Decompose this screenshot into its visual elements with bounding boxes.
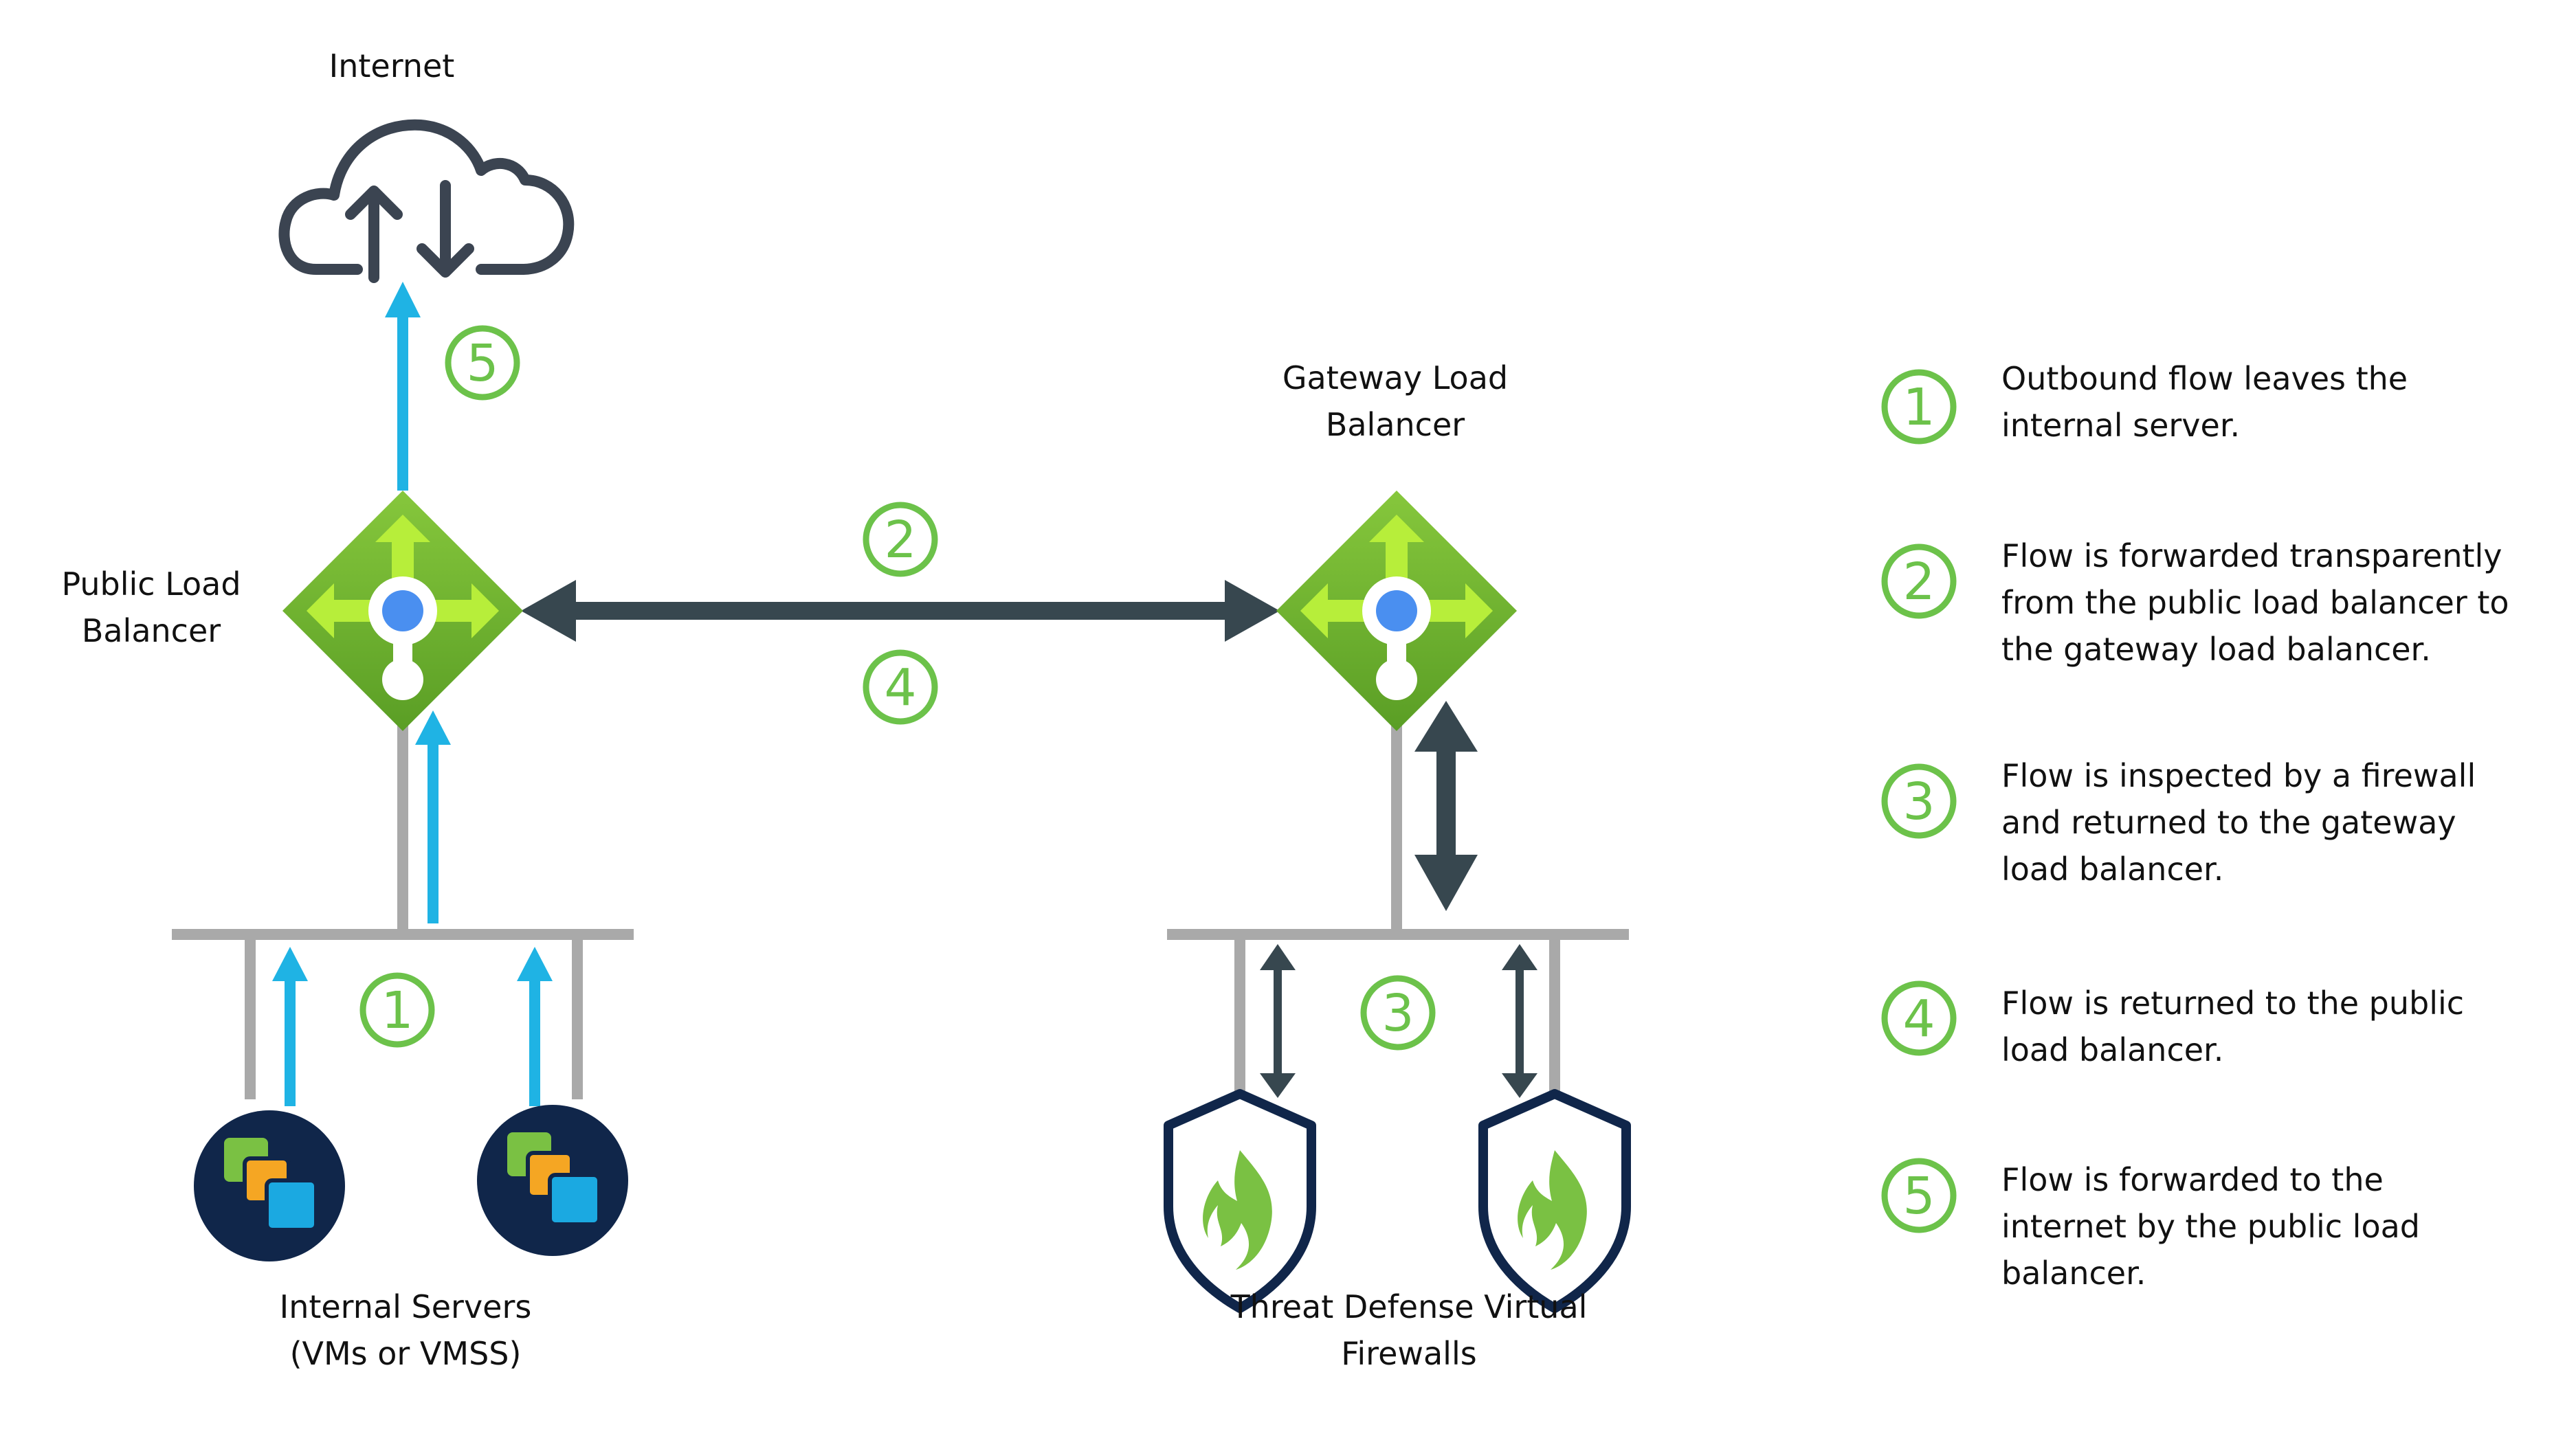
flow-arrows (272, 282, 553, 1106)
legend-marker-2: 2 (1881, 543, 1957, 619)
gateway-load-balancer-label: Gateway Load Balancer (1223, 355, 1567, 448)
legend-item-4-text: Flow is returned to the public load bala… (2001, 980, 2551, 1073)
step-marker-2: 2 (863, 502, 938, 577)
legend-item-1-line-1: Outbound flow leaves the (2001, 360, 2408, 397)
firewall-shield-icon (1168, 1094, 1311, 1308)
legend-item-3-line-1: Flow is inspected by a firewall (2001, 757, 2476, 794)
internal-servers-label-line-1: Internal Servers (279, 1288, 532, 1325)
svg-text:4: 4 (884, 658, 916, 717)
svg-text:5: 5 (466, 334, 498, 393)
legend-item-1-line-2: internal server. (2001, 407, 2241, 444)
legend-item-2-line-1: Flow is forwarded transparently (2001, 537, 2502, 574)
legend-item-2-text: Flow is forwarded transparently from the… (2001, 532, 2551, 673)
firewalls-label-line-1: Threat Defense Virtual (1230, 1288, 1588, 1325)
virtual-machine-icon (477, 1105, 628, 1256)
public-lb-label-line-2: Balancer (81, 612, 221, 649)
legend-marker-1: 1 (1881, 369, 1957, 445)
cloud-upload-download-icon (278, 119, 575, 283)
firewall-shield-icon (1483, 1094, 1626, 1308)
svg-text:3: 3 (1902, 772, 1935, 831)
public-load-balancer-icon (282, 491, 523, 731)
legend-item-1-text: Outbound flow leaves the internal server… (2001, 355, 2551, 449)
svg-text:1: 1 (1902, 378, 1935, 437)
svg-text:3: 3 (1381, 984, 1414, 1043)
internal-servers-label: Internal Servers (VMs or VMSS) (206, 1283, 605, 1377)
legend-marker-5: 5 (1881, 1158, 1957, 1233)
firewalls-label: Threat Defense Virtual Firewalls (1182, 1283, 1636, 1377)
legend-item-3-text: Flow is inspected by a firewall and retu… (2001, 752, 2551, 893)
connector-lines (172, 711, 1629, 1099)
arrow-firewall-1 (1260, 944, 1296, 1098)
legend-markers: 1 2 3 4 5 (1881, 369, 1957, 1233)
legend-item-2-line-3: the gateway load balancer. (2001, 631, 2431, 668)
gateway-lb-label-line-2: Balancer (1325, 406, 1465, 443)
svg-text:4: 4 (1902, 989, 1935, 1048)
step-marker-3: 3 (1360, 975, 1436, 1051)
legend-item-4-line-1: Flow is returned to the public (2001, 985, 2465, 1022)
legend-item-3-line-3: load balancer. (2001, 851, 2224, 888)
internet-label-text: Internet (329, 47, 455, 85)
bidirectional-arrows (521, 580, 1537, 1098)
legend-item-5-line-3: balancer. (2001, 1255, 2146, 1292)
public-lb-label-line-1: Public Load (61, 565, 241, 603)
legend-item-5-line-2: internet by the public load (2001, 1208, 2420, 1245)
flow-arrow-to-public-lb (415, 710, 451, 923)
legend-marker-4: 4 (1881, 980, 1957, 1056)
firewalls-label-line-2: Firewalls (1341, 1335, 1477, 1372)
step-markers: 1 2 3 4 5 (359, 325, 1436, 1051)
public-load-balancer-label: Public Load Balancer (21, 561, 282, 654)
internet-label: Internet (254, 43, 529, 89)
step-marker-1: 1 (359, 972, 435, 1048)
legend-item-2-line-2: from the public load balancer to (2001, 584, 2509, 621)
svg-text:2: 2 (884, 511, 916, 570)
gateway-load-balancer-icon (1276, 491, 1517, 731)
arrow-public-gateway (521, 580, 1280, 642)
svg-text:2: 2 (1902, 552, 1935, 612)
virtual-machine-icon (194, 1110, 345, 1261)
legend-item-5-text: Flow is forwarded to the internet by the… (2001, 1156, 2551, 1297)
flow-arrow-server-1 (272, 947, 308, 1106)
legend-item-4-line-2: load balancer. (2001, 1031, 2224, 1068)
step-marker-4: 4 (863, 649, 938, 725)
legend-marker-3: 3 (1881, 763, 1957, 839)
gateway-lb-label-line-1: Gateway Load (1282, 359, 1509, 396)
legend-item-5-line-1: Flow is forwarded to the (2001, 1161, 2384, 1198)
svg-text:1: 1 (381, 981, 413, 1040)
internal-servers-label-line-2: (VMs or VMSS) (289, 1335, 522, 1372)
arrow-firewall-2 (1502, 944, 1537, 1098)
arrow-gateway-firewalls (1414, 701, 1478, 911)
flow-arrow-server-2 (517, 947, 553, 1106)
flow-arrow-to-internet (385, 282, 421, 491)
svg-text:5: 5 (1902, 1167, 1935, 1226)
legend-item-3-line-2: and returned to the gateway (2001, 804, 2456, 841)
step-marker-5: 5 (445, 325, 520, 401)
